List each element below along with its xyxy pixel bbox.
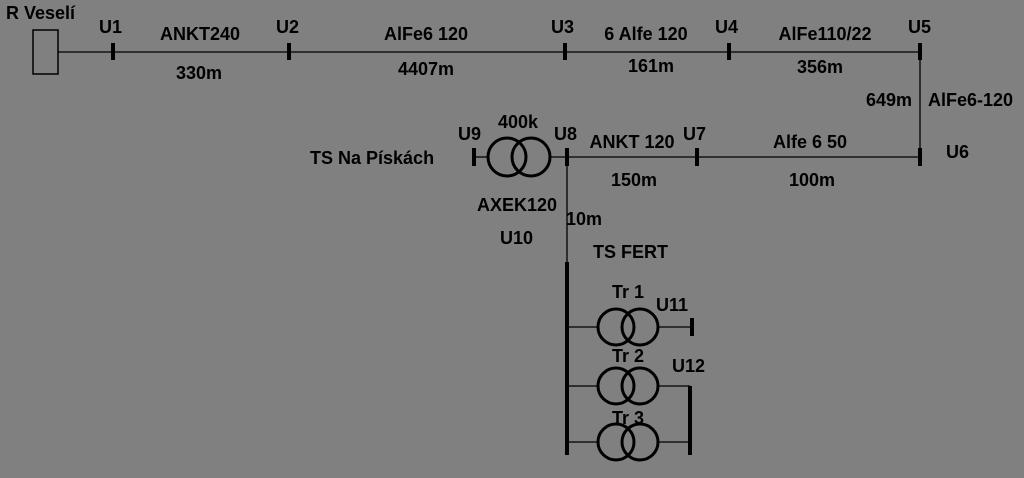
node-u7-label: U7	[683, 124, 706, 144]
ts-na-piskach-label: TS Na Pískách	[310, 148, 434, 168]
tr1-label: Tr 1	[612, 282, 644, 302]
line-u3-u4-length: 161m	[628, 56, 674, 76]
line-u6-u7-type: Alfe 6 50	[773, 132, 847, 152]
node-u11-label: U11	[656, 295, 688, 315]
node-u10-label: U10	[500, 228, 533, 248]
node-u12-label: U12	[672, 356, 705, 376]
node-u6-label: U6	[946, 142, 969, 162]
tr2-label: Tr 2	[612, 346, 644, 366]
node-u5-label: U5	[908, 17, 931, 37]
source-box[interactable]	[32, 29, 59, 75]
tr3-label: Tr 3	[612, 408, 644, 428]
node-u1-label: U1	[99, 17, 122, 37]
line-u8-u10-length: 10m	[566, 209, 602, 229]
ts-fert-label: TS FERT	[593, 242, 668, 262]
transformer-tr1-icon[interactable]	[596, 307, 660, 347]
node-u4-label: U4	[715, 17, 738, 37]
line-u4-u5-type: AlFe110/22	[778, 24, 871, 44]
line-u5-u6-type: AlFe6-120	[928, 90, 1013, 110]
line-u4-u5-length: 356m	[797, 57, 843, 77]
line-u8-u10-type: AXEK120	[477, 195, 557, 215]
line-u7-u8-length: 150m	[611, 170, 657, 190]
transformer-tr2-icon[interactable]	[596, 366, 660, 406]
node-u3-label: U3	[551, 17, 574, 37]
transformer-rating: 400k	[498, 112, 539, 132]
source-label: R Veselí	[6, 3, 76, 23]
transformer-icon[interactable]	[486, 136, 552, 178]
line-u5-u6-length: 649m	[866, 90, 912, 110]
line-u7-u8-type: ANKT 120	[589, 132, 674, 152]
line-u1-u2-type: ANKT240	[160, 24, 240, 44]
node-u2-label: U2	[276, 17, 299, 37]
node-u8-label: U8	[554, 124, 577, 144]
line-u6-u7-length: 100m	[789, 170, 835, 190]
transformer-tr3-icon[interactable]	[596, 422, 660, 462]
line-u3-u4-type: 6 Alfe 120	[604, 24, 687, 44]
line-u1-u2-length: 330m	[176, 63, 222, 83]
line-u2-u3-length: 4407m	[398, 59, 454, 79]
line-u2-u3-type: AlFe6 120	[384, 24, 468, 44]
node-u9-label: U9	[458, 124, 481, 144]
